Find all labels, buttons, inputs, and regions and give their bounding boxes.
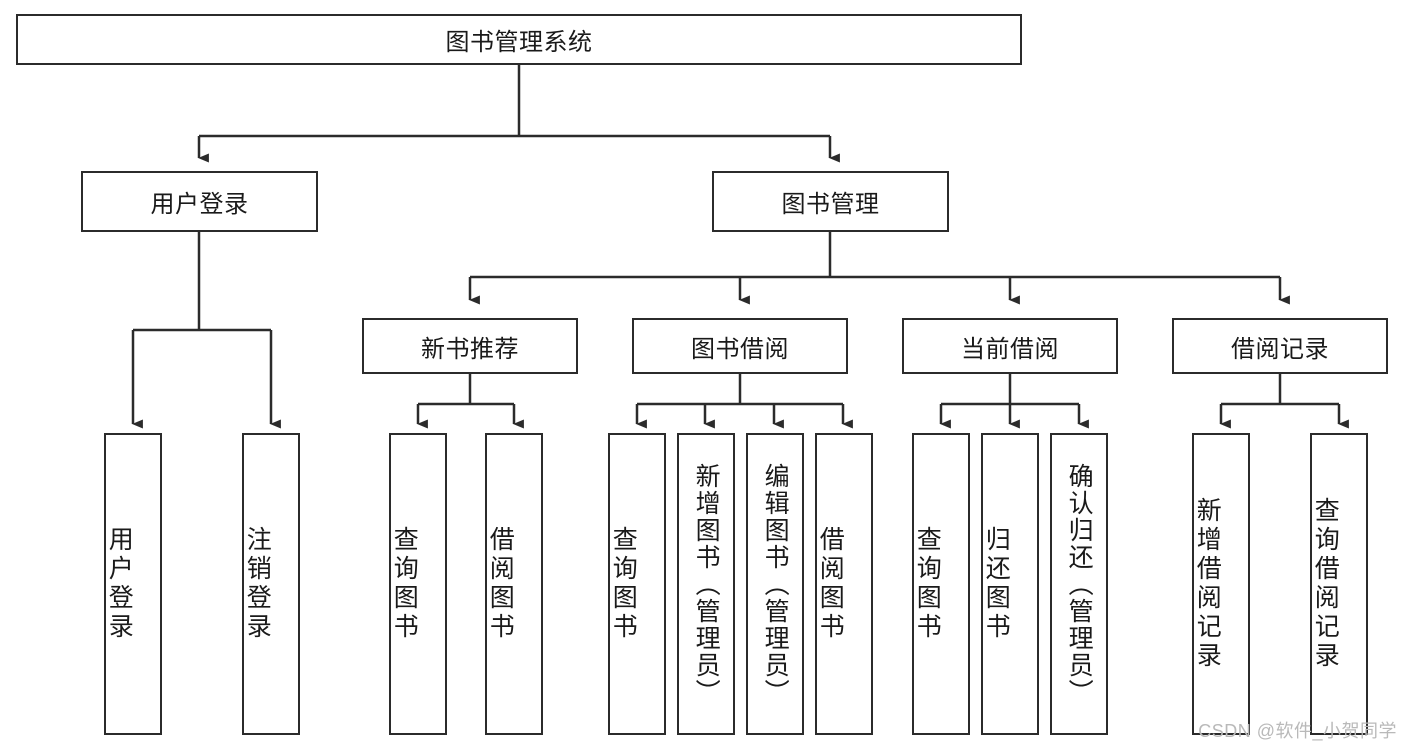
leaf-query-borrow-record[interactable]: 查询借阅记录 (1310, 433, 1368, 735)
node-user-login[interactable]: 用户登录 (81, 171, 318, 232)
leaf-borrow-book-recommend[interactable]: 借阅图书 (485, 433, 543, 735)
node-label: 图书管理系统 (445, 29, 593, 56)
node-borrow-record[interactable]: 借阅记录 (1172, 318, 1388, 374)
leaf-return-book[interactable]: 归还图书 (981, 433, 1039, 735)
node-label: 查询图书 (913, 526, 942, 642)
leaf-add-book-admin[interactable]: 新增图书（管理员） (677, 433, 735, 735)
node-label: 新增借阅记录 (1193, 497, 1222, 671)
leaf-query-book-recommend[interactable]: 查询图书 (389, 433, 447, 735)
node-new-book-recommend[interactable]: 新书推荐 (362, 318, 578, 374)
leaf-borrow-book[interactable]: 借阅图书 (815, 433, 873, 735)
node-book-management[interactable]: 图书管理 (712, 171, 949, 232)
leaf-edit-book-admin[interactable]: 编辑图书（管理员） (746, 433, 804, 735)
node-label: 查询图书 (609, 526, 638, 642)
node-label: 借阅图书 (816, 526, 845, 642)
node-label: 归还图书 (982, 526, 1011, 642)
leaf-query-book-borrow[interactable]: 查询图书 (608, 433, 666, 735)
leaf-query-book-current[interactable]: 查询图书 (912, 433, 970, 735)
leaf-confirm-return-admin[interactable]: 确认归还（管理员） (1050, 433, 1108, 735)
node-label: 图书借阅 (691, 335, 789, 363)
node-label: 借阅记录 (1231, 335, 1329, 363)
watermark: CSDN @软件_小贺同学 (1198, 721, 1397, 741)
node-label: 注销登录 (243, 526, 272, 642)
node-book-borrow[interactable]: 图书借阅 (632, 318, 848, 374)
leaf-user-login[interactable]: 用户登录 (104, 433, 162, 735)
leaf-add-borrow-record[interactable]: 新增借阅记录 (1192, 433, 1250, 735)
node-label: 新书推荐 (421, 335, 519, 363)
node-root-book-management-system[interactable]: 图书管理系统 (16, 14, 1022, 65)
node-label: 新增图书（管理员） (692, 462, 721, 706)
node-label: 查询借阅记录 (1311, 497, 1340, 671)
node-label: 用户登录 (150, 191, 249, 218)
node-current-borrow[interactable]: 当前借阅 (902, 318, 1118, 374)
node-label: 查询图书 (390, 526, 419, 642)
node-label: 确认归还（管理员） (1065, 462, 1094, 706)
leaf-logout[interactable]: 注销登录 (242, 433, 300, 735)
node-label: 借阅图书 (486, 526, 515, 642)
node-label: 图书管理 (781, 191, 880, 218)
node-label: 编辑图书（管理员） (761, 462, 790, 706)
node-label: 用户登录 (105, 526, 134, 642)
node-label: 当前借阅 (961, 335, 1059, 363)
